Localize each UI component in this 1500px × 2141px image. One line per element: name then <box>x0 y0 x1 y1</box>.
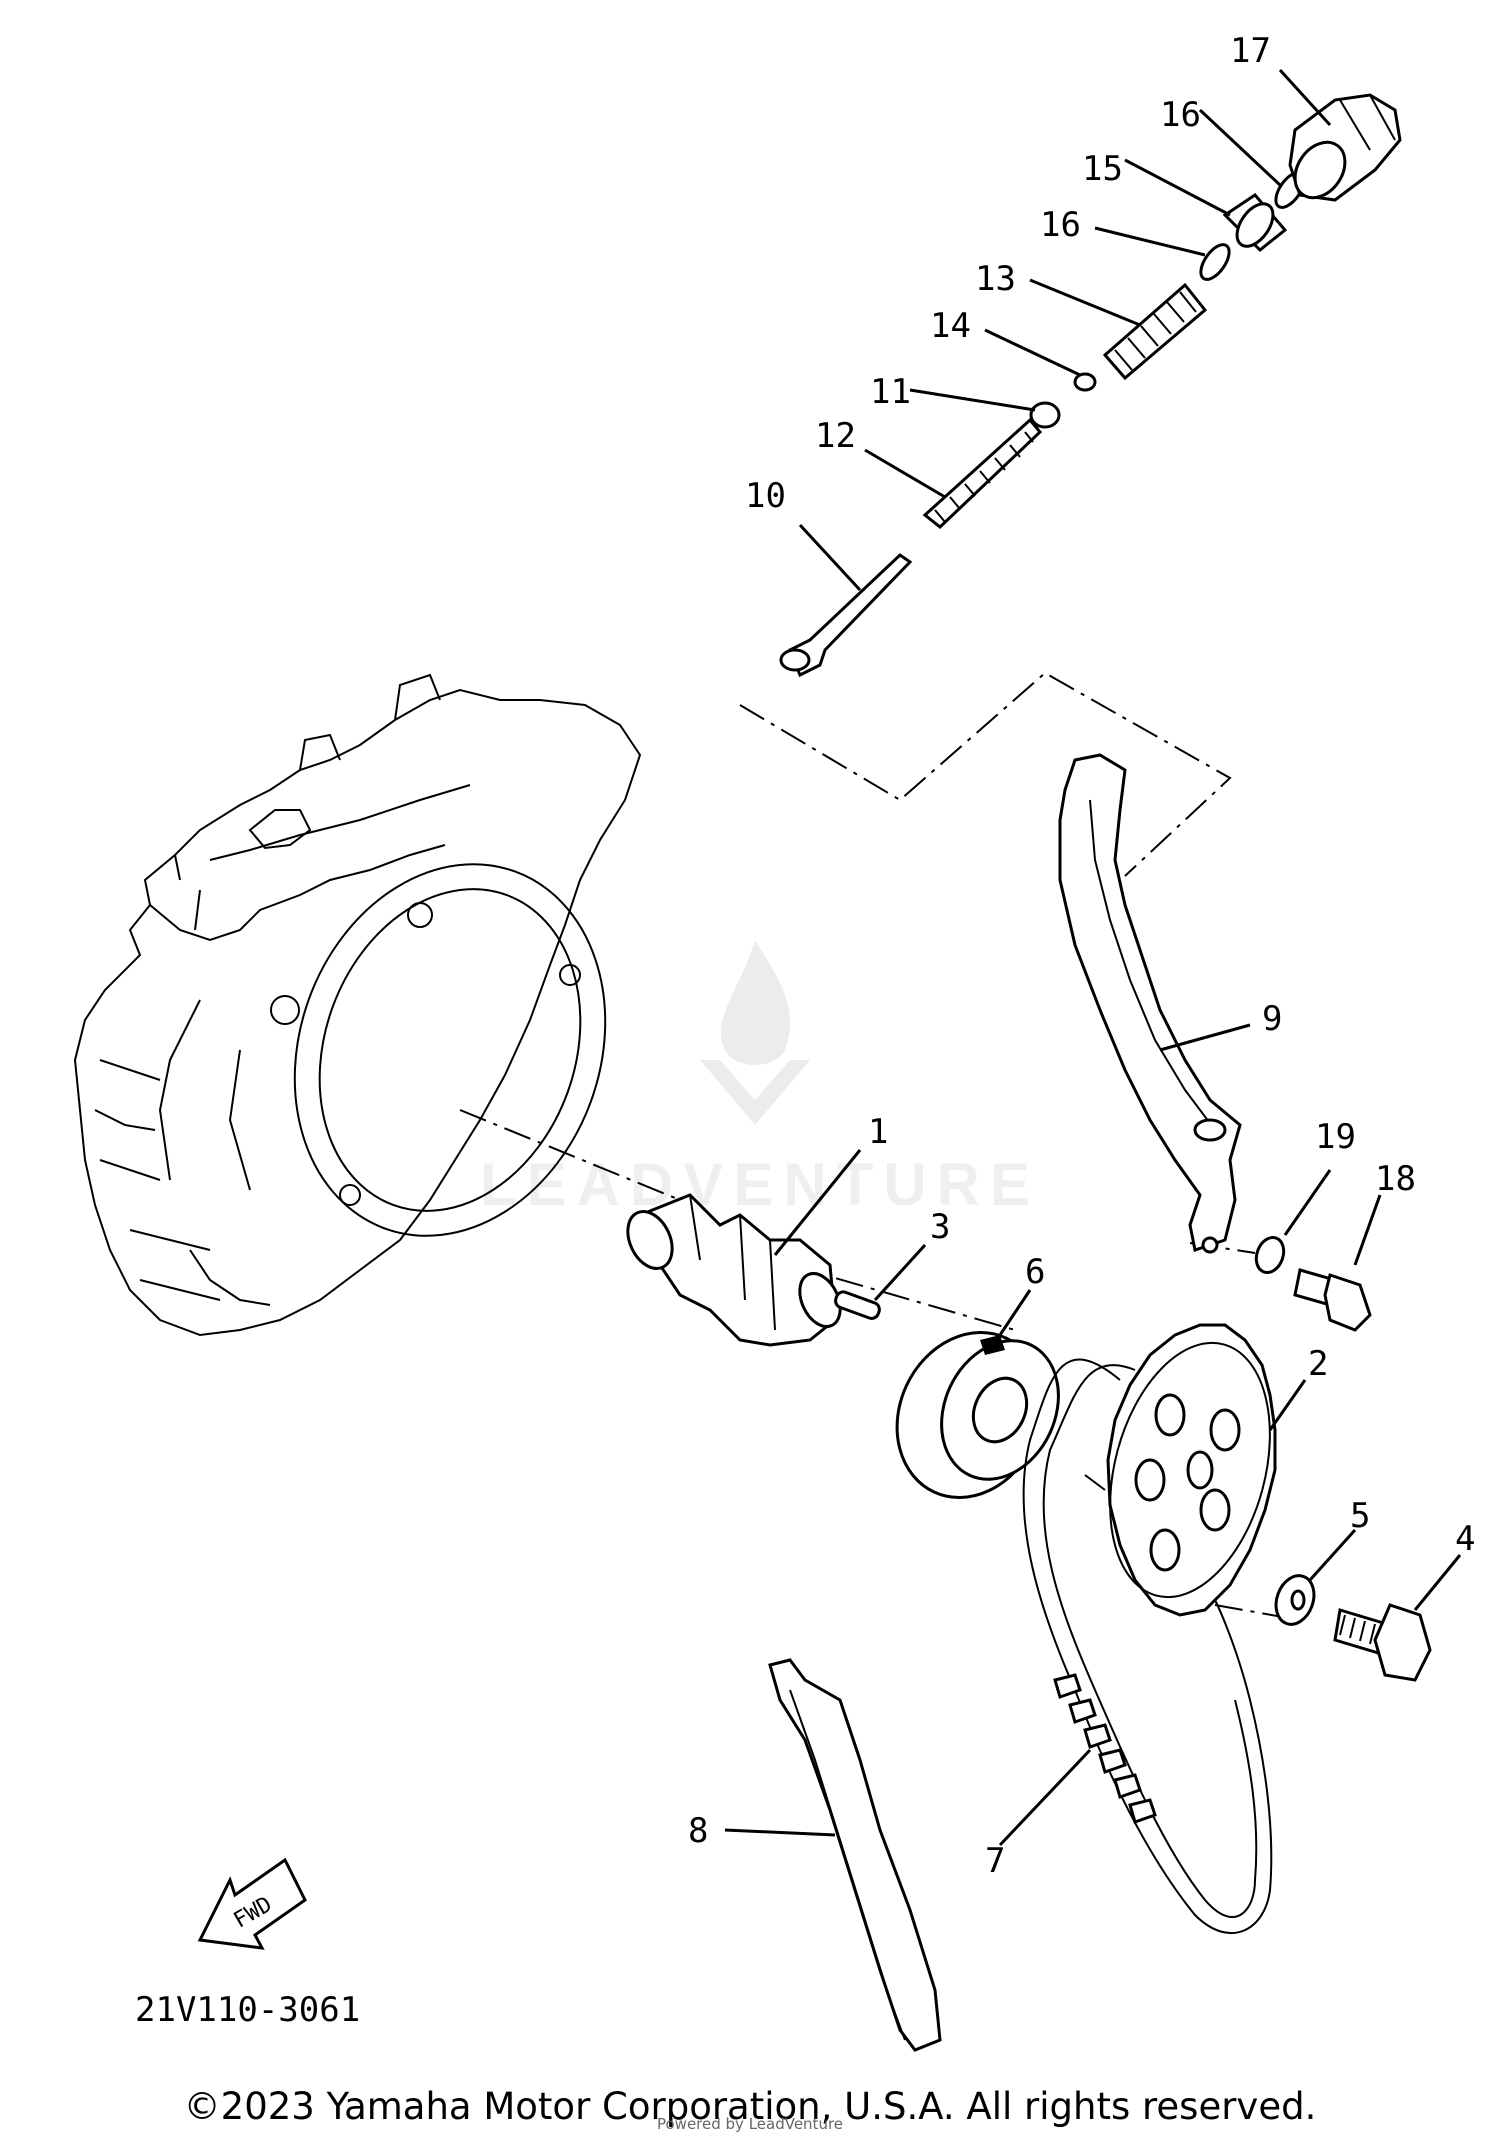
tensioner-rod <box>779 553 913 678</box>
part-15 <box>1222 193 1288 253</box>
callout-2: 2 <box>1308 1344 1328 1384</box>
callout-15: 15 <box>1082 149 1123 189</box>
washer-bolt-4-5 <box>1274 1574 1432 1682</box>
tensioner-guide <box>1058 753 1242 1254</box>
spring-12 <box>922 417 1043 529</box>
source-note: Powered by LeadVenture <box>656 2115 844 2133</box>
diagram-code: 21V110-3061 <box>135 1990 361 2030</box>
callout-5: 5 <box>1350 1496 1370 1536</box>
cylinder-head <box>73 673 642 1337</box>
callout-labels: 1 2 3 4 5 6 7 8 9 10 11 12 13 14 15 16 1… <box>688 31 1475 1881</box>
callout-6: 6 <box>1025 1252 1045 1292</box>
camshaft <box>626 1193 842 1347</box>
tensioner-cap <box>1288 93 1402 202</box>
cam-chain <box>1022 1358 1273 1934</box>
washer-bolt-18-19 <box>1254 1236 1372 1332</box>
leader-lines <box>724 68 1462 1847</box>
fwd-arrow: FWD <box>197 1857 307 1950</box>
callout-12: 12 <box>815 416 856 456</box>
watermark-text: LEADVENTURE <box>480 1151 1041 1218</box>
callout-17: 17 <box>1230 31 1271 71</box>
callout-13: 13 <box>975 259 1016 299</box>
watermark-logo-icon <box>700 940 810 1125</box>
callout-8: 8 <box>688 1811 708 1851</box>
chain-guide <box>768 1658 942 2052</box>
callout-18: 18 <box>1375 1159 1416 1199</box>
callout-19: 19 <box>1315 1117 1356 1157</box>
callout-16a: 16 <box>1160 95 1201 135</box>
callout-4: 4 <box>1455 1519 1475 1559</box>
callout-11: 11 <box>870 372 911 412</box>
dowel-pin <box>834 1290 881 1320</box>
callout-14: 14 <box>930 306 971 346</box>
decompressor-ring <box>895 1330 1060 1500</box>
callout-16b: 16 <box>1040 205 1081 245</box>
cam-sprocket <box>1106 1323 1277 1617</box>
callout-3: 3 <box>930 1207 950 1247</box>
copyright-notice: ©2023 Yamaha Motor Corporation, U.S.A. A… <box>183 2085 1317 2128</box>
callout-7: 7 <box>985 1841 1005 1881</box>
spring-13 <box>1102 282 1208 381</box>
callout-9: 9 <box>1262 999 1282 1039</box>
callout-10: 10 <box>745 476 786 516</box>
part-14 <box>1073 372 1097 392</box>
part-11 <box>1029 401 1061 429</box>
o-ring-16b <box>1199 243 1231 281</box>
callout-1: 1 <box>868 1112 888 1152</box>
